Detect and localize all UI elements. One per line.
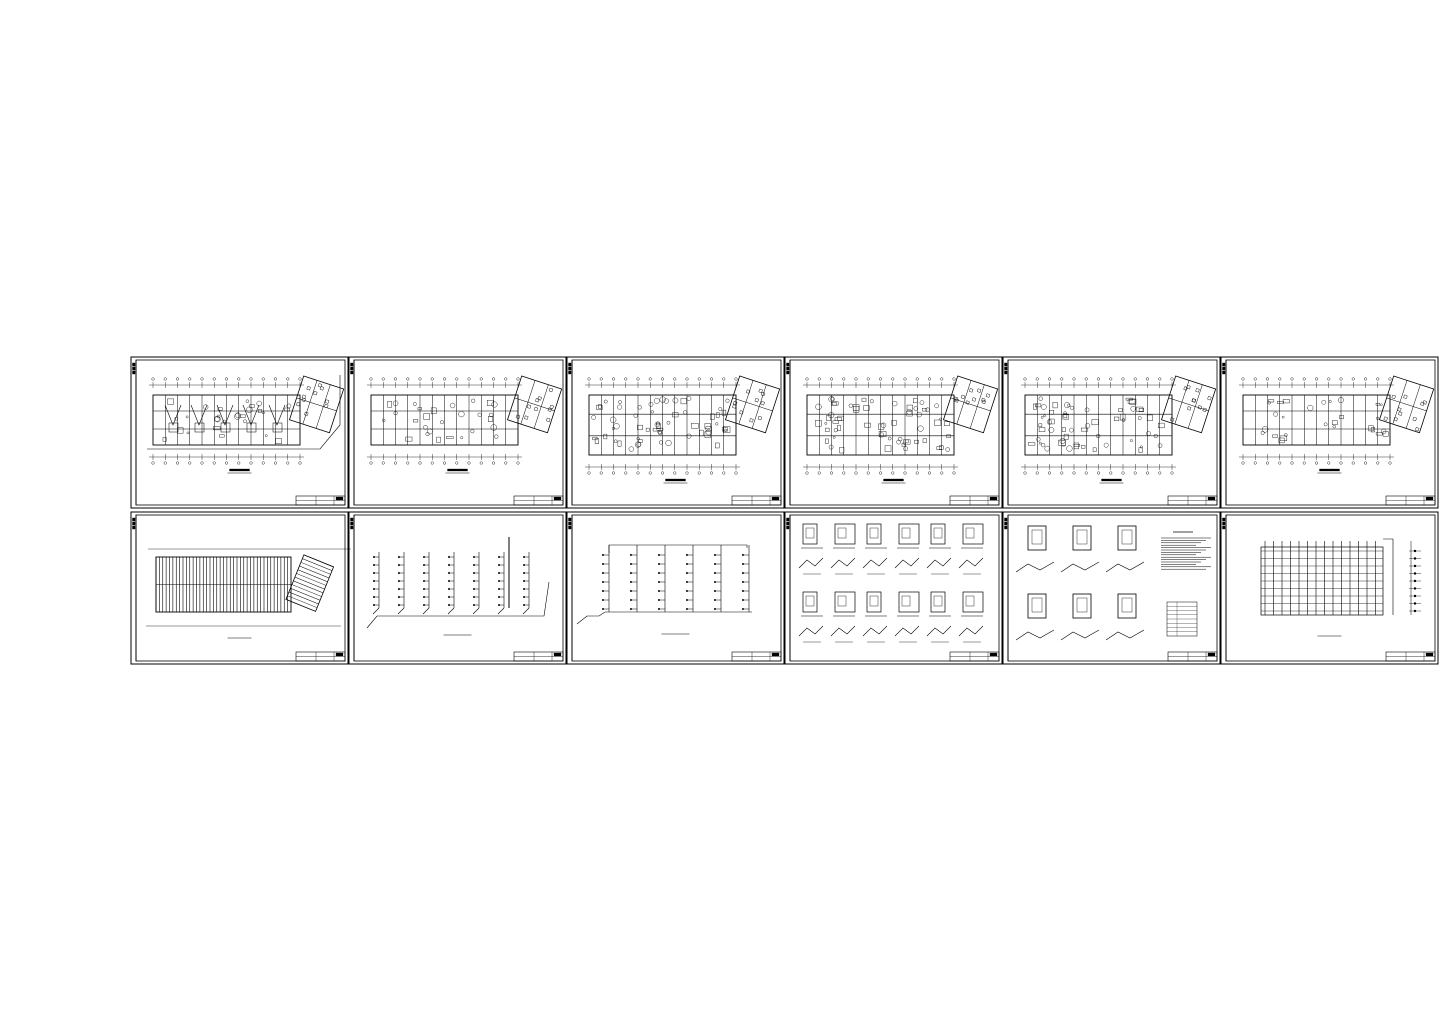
title-block xyxy=(513,495,564,506)
sheet-riser-2[interactable] xyxy=(566,511,785,665)
sheet-drawing xyxy=(585,375,781,484)
sheet-system[interactable] xyxy=(1220,511,1439,665)
title-block xyxy=(513,651,564,662)
sheet-riser-1[interactable] xyxy=(348,511,567,665)
sheet-plan-6[interactable] xyxy=(1220,356,1439,509)
title-block xyxy=(1167,495,1218,506)
title-block xyxy=(949,495,1000,506)
sheet-plan-2[interactable] xyxy=(348,356,567,509)
sheet-drawing xyxy=(146,548,351,639)
sheet-details-1[interactable] xyxy=(784,511,1003,665)
title-block xyxy=(731,651,782,662)
title-block xyxy=(949,651,1000,662)
title-block xyxy=(1385,495,1436,506)
sheet-plan-1[interactable] xyxy=(130,356,349,509)
sheet-drawing xyxy=(367,375,563,474)
sheet-drawing xyxy=(1239,375,1435,474)
sheet-drawing xyxy=(576,544,752,635)
title-block xyxy=(295,651,346,662)
sheet-plan-4[interactable] xyxy=(784,356,1003,509)
sheet-drawing xyxy=(1260,538,1421,637)
sheet-drawing xyxy=(1021,375,1217,484)
sheet-details-2[interactable] xyxy=(1002,511,1221,665)
sheet-drawing xyxy=(803,375,999,484)
title-block xyxy=(731,495,782,506)
sheet-plan-3[interactable] xyxy=(566,356,785,509)
sheet-drawing xyxy=(1015,525,1211,641)
sheet-roof[interactable] xyxy=(130,511,351,665)
title-block xyxy=(1167,651,1218,662)
sheet-drawing xyxy=(798,523,984,643)
sheet-drawing xyxy=(366,537,550,636)
sheet-plan-5[interactable] xyxy=(1002,356,1221,509)
sheet-drawing xyxy=(147,375,345,474)
title-block xyxy=(295,495,346,506)
title-block xyxy=(1385,651,1436,662)
